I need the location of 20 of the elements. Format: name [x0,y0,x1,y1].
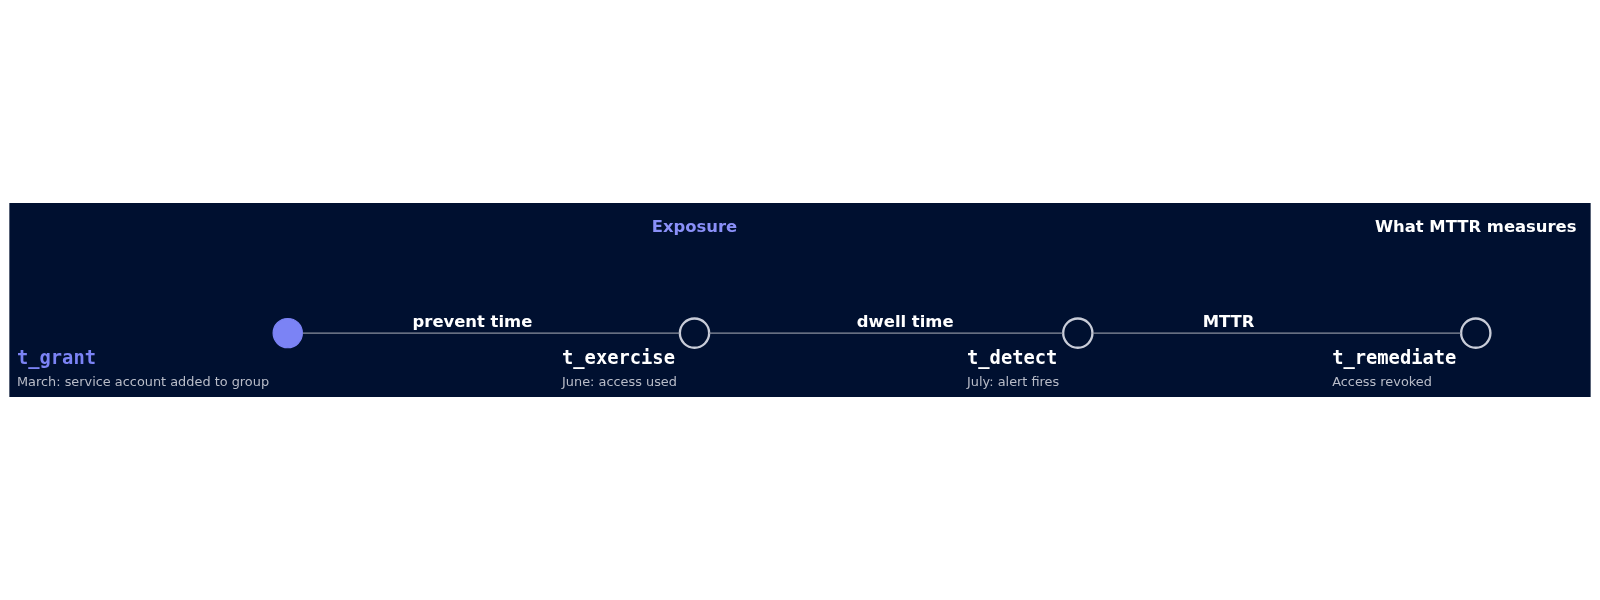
label: What MTTR measures [1374,216,1577,236]
node-circle [272,317,303,349]
node-label: t_detect [967,346,1058,368]
node-circle [1062,317,1094,349]
node-label: July: alert fires [967,374,1060,390]
connector [302,332,681,334]
node-label: t_grant [16,346,96,368]
label: Exposure [651,216,738,236]
edge-label: dwell time [856,312,954,332]
node-label: Access revoked [1332,374,1432,390]
node-label: t_remediate [1332,346,1457,368]
connector [1091,332,1462,334]
edge-label: MTTR [1202,312,1255,332]
node-label: t_exercise [562,346,675,368]
connector [708,332,1064,334]
node-circle [1459,317,1492,349]
node-label: June: access used [562,374,677,390]
edge-label: prevent time [412,312,533,332]
node-label: March: service account added to group [16,374,270,390]
node-circle [678,317,711,349]
